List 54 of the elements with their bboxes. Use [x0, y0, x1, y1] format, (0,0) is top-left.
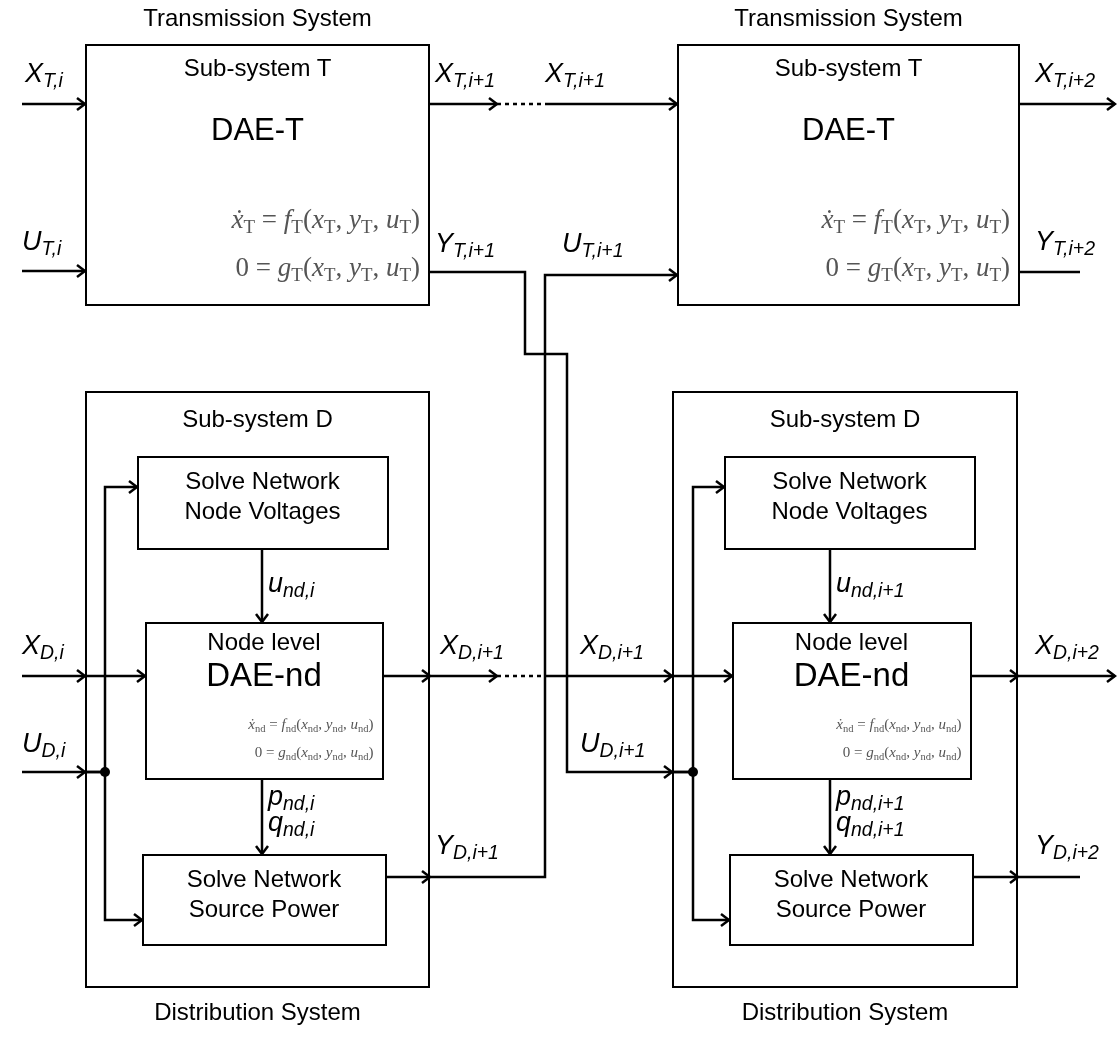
process-box: [136, 455, 389, 550]
system-heading: Transmission System: [733, 4, 964, 32]
process-box: [144, 621, 384, 780]
process-box: [723, 455, 976, 550]
equation: 0 = g$_{nd}$(x$_{nd}$, y$_{nd}$, u$_{nd}$): [841, 743, 963, 761]
connector-line: [1020, 270, 1080, 274]
box-heading: Sub-system T: [773, 54, 924, 82]
equation: ẋ$_{nd}$ = f$_{nd}$(x$_{nd}$, y$_{nd}$, u$_{nd}$): [247, 715, 375, 733]
box-title: DAE-nd: [205, 655, 323, 694]
arrow: [822, 780, 838, 856]
arrow: [545, 668, 674, 684]
arrow: [672, 668, 734, 684]
process-text: Solve Network Node Voltages: [770, 465, 929, 526]
process-box: [728, 853, 974, 946]
box-heading: Sub-system D: [768, 405, 922, 433]
process-text: Solve Network Node Voltages: [183, 465, 342, 526]
arrow: [1018, 668, 1117, 684]
arrow: [430, 668, 499, 684]
arrow: [85, 770, 144, 928]
box-heading: Node level: [206, 627, 322, 656]
system-caption: Distribution System: [153, 998, 362, 1026]
arrow: [545, 96, 679, 112]
box-title: DAE-T: [210, 112, 305, 148]
equation: ẋ$_{T}$ = f$_{T}$(x$_{T}$, y$_{T}$, u$_{T}$): [230, 204, 421, 235]
box-heading: Sub-system D: [181, 405, 334, 433]
box-heading: Sub-system T: [182, 54, 333, 82]
system-caption: Distribution System: [740, 998, 950, 1026]
process-text: Solve Network Source Power: [185, 863, 343, 924]
arrow: [430, 267, 679, 879]
arrow: [22, 668, 87, 684]
equation: ẋ$_{T}$ = f$_{T}$(x$_{T}$, y$_{T}$, u$_{T}$): [820, 204, 1011, 235]
equation: ẋ$_{nd}$ = f$_{nd}$(x$_{nd}$, y$_{nd}$, u$_{nd}$): [835, 715, 963, 733]
arrow: [22, 764, 87, 780]
arrow: [22, 96, 87, 112]
arrow: [254, 780, 270, 856]
arrow: [254, 550, 270, 624]
box-title: DAE-nd: [792, 655, 911, 694]
arrow: [22, 263, 87, 279]
arrow: [430, 270, 674, 780]
arrow: [430, 96, 499, 112]
process-box: [731, 621, 972, 780]
equation: 0 = g$_{nd}$(x$_{nd}$, y$_{nd}$, u$_{nd}$): [253, 743, 375, 761]
box-title: DAE-T: [801, 112, 896, 148]
arrow: [1020, 96, 1117, 112]
arrow: [672, 770, 731, 928]
equation: 0 = g$_{T}$(x$_{T}$, y$_{T}$, u$_{T}$): [234, 252, 421, 283]
arrow: [85, 668, 147, 684]
equation: 0 = g$_{T}$(x$_{T}$, y$_{T}$, u$_{T}$): [824, 252, 1011, 283]
process-text: Solve Network Source Power: [772, 863, 930, 924]
arrow: [822, 550, 838, 624]
system-heading: Transmission System: [142, 4, 373, 32]
connector-line: [1018, 875, 1080, 879]
process-box: [141, 853, 387, 946]
box-heading: Node level: [793, 627, 910, 656]
